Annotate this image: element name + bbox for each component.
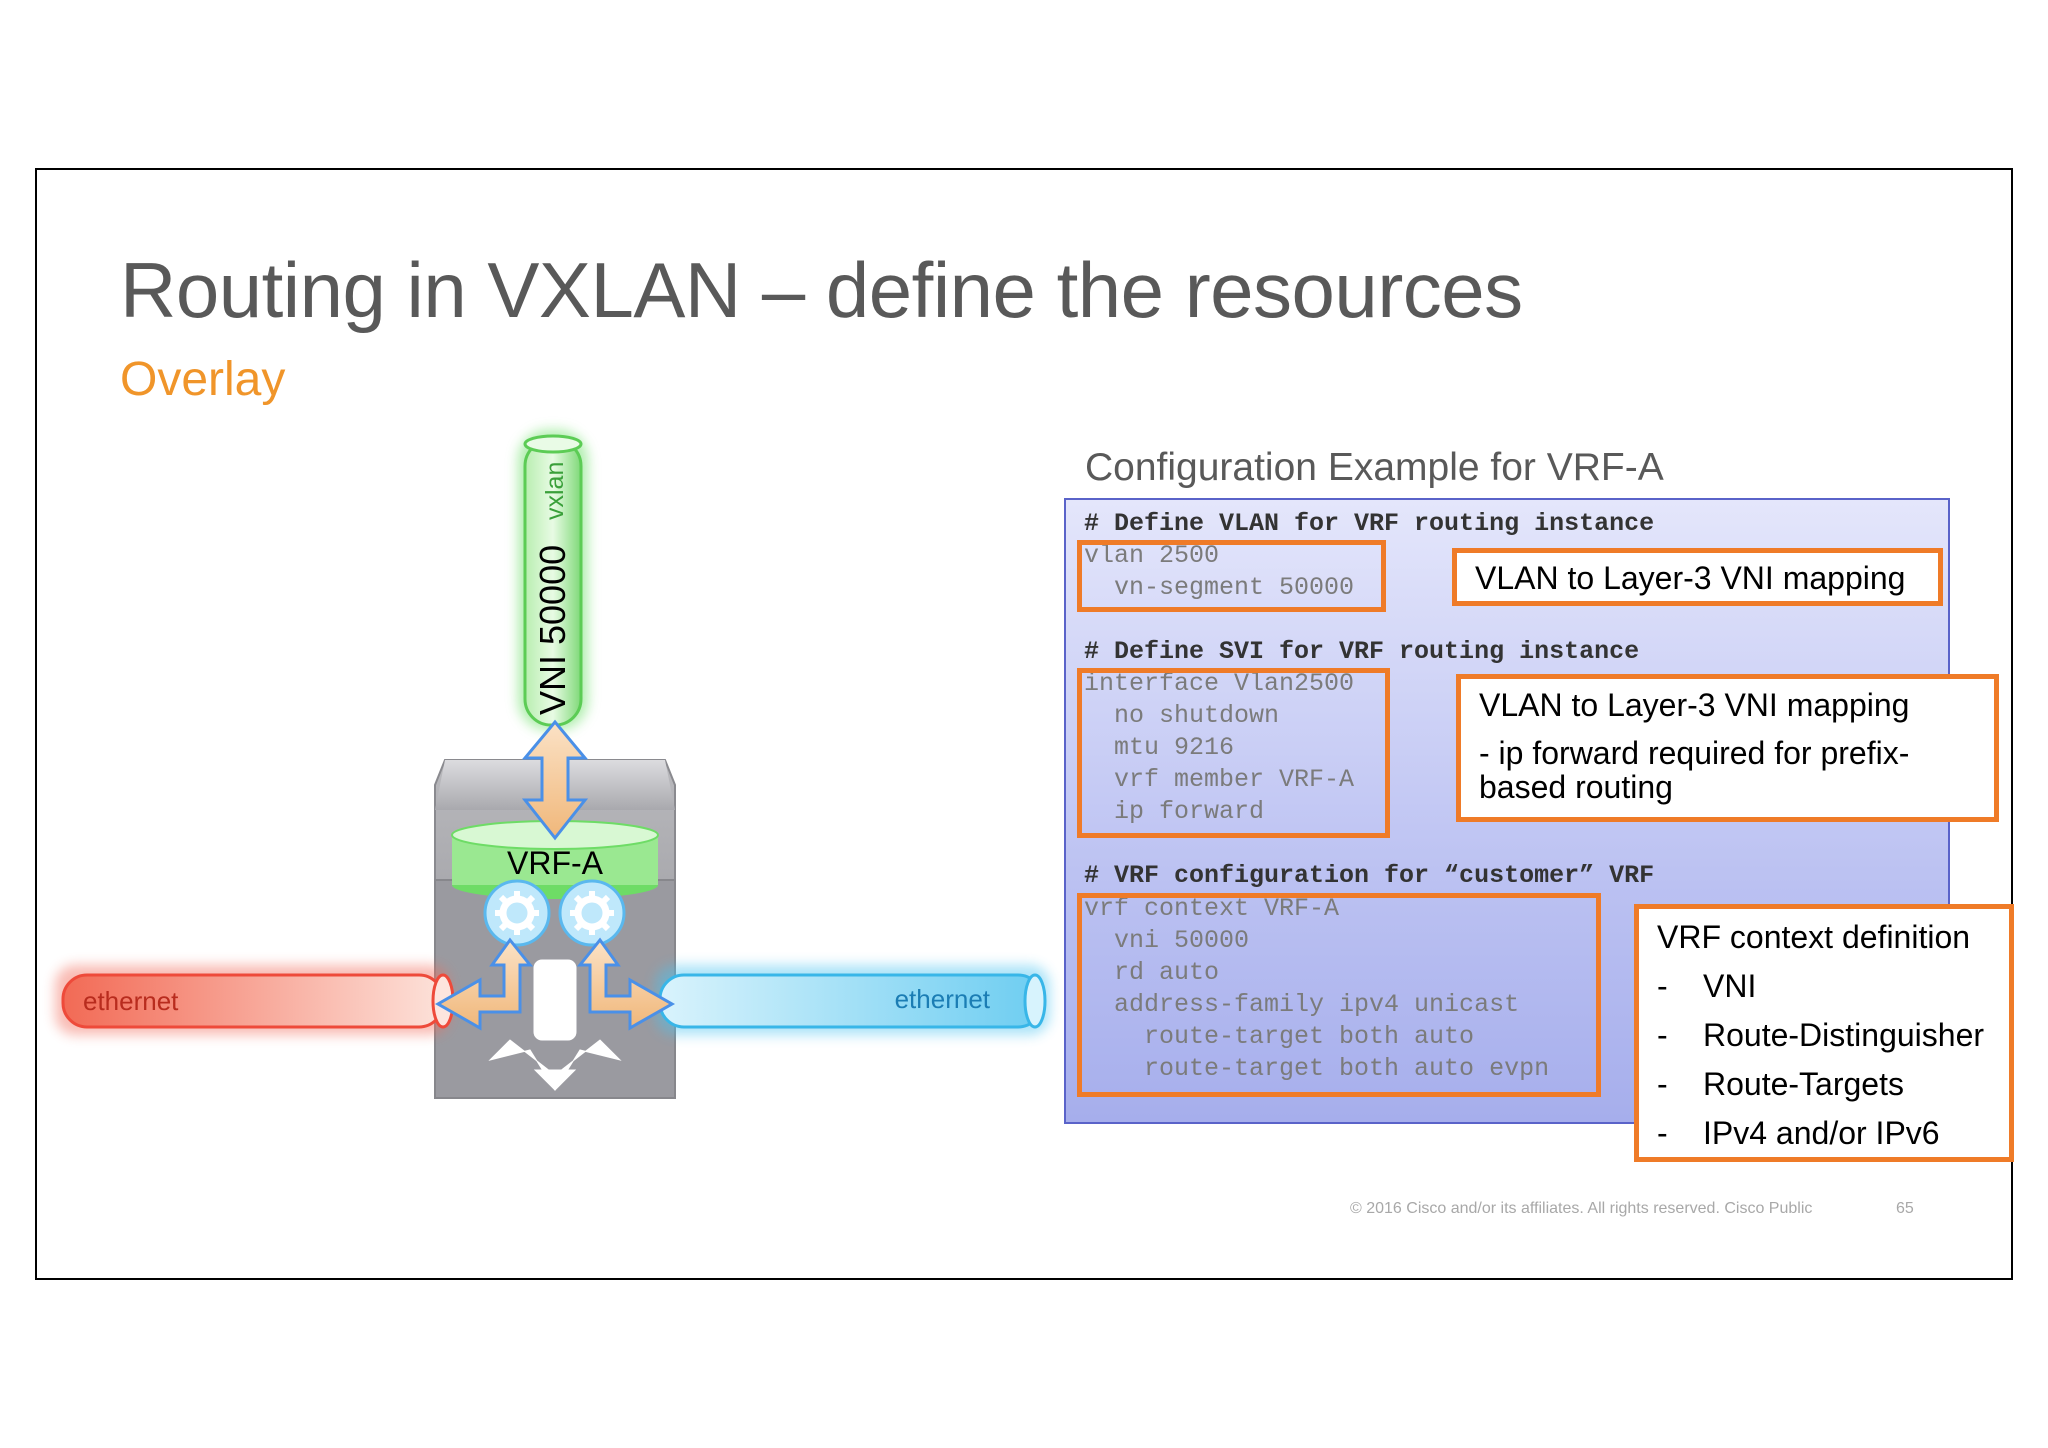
code-line: ip forward: [1084, 797, 1265, 826]
code-comment: # Define VLAN for VRF routing instance: [1084, 509, 1655, 538]
callout-vlan-mapping: VLAN to Layer-3 VNI mapping: [1452, 548, 1943, 606]
page-number: 65: [1896, 1200, 1914, 1217]
code-line: interface Vlan2500: [1084, 669, 1355, 698]
highlight-box-vlan: [1077, 540, 1386, 612]
code-comment: # VRF configuration for “customer” VRF: [1084, 861, 1655, 890]
list-item: -Route-Distinguisher: [1657, 1017, 1985, 1053]
config-heading: Configuration Example for VRF-A: [1085, 446, 1664, 489]
callout-text: based routing: [1479, 769, 1673, 805]
code-line: no shutdown: [1084, 701, 1280, 730]
vni-label: VNI 50000: [532, 545, 573, 715]
ethernet-right-label: ethernet: [895, 984, 991, 1014]
gear-icon: [483, 879, 551, 947]
code-line: address-family ipv4 unicast: [1084, 990, 1520, 1019]
page-title: Routing in VXLAN – define the resources: [120, 246, 1523, 334]
vertical-double-arrow-icon: [521, 719, 589, 841]
vrf-label: VRF-A: [507, 845, 604, 881]
code-line: vlan 2500: [1084, 541, 1220, 570]
highlight-box-vrf: [1077, 893, 1601, 1097]
highlight-box-svi: [1077, 668, 1390, 838]
gear-icon: [558, 879, 626, 947]
code-comment: # Define SVI for VRF routing instance: [1084, 637, 1640, 666]
code-line: vrf context VRF-A: [1084, 894, 1340, 923]
vxlan-label: vxlan: [541, 462, 569, 520]
code-line: rd auto: [1084, 958, 1220, 987]
ethernet-left-label: ethernet: [83, 986, 179, 1016]
ethernet-left-tube: [61, 973, 455, 1029]
list-item: -IPv4 and/or IPv6: [1657, 1115, 1940, 1151]
code-line: vni 50000: [1084, 926, 1250, 955]
list-item: -Route-Targets: [1657, 1066, 1904, 1102]
router-symbol-icon: [488, 959, 622, 1091]
code-line: mtu 9216: [1084, 733, 1235, 762]
callout-svi: VLAN to Layer-3 VNI mapping - ip forward…: [1456, 674, 1999, 822]
callout-text: VLAN to Layer-3 VNI mapping: [1479, 687, 1910, 723]
code-line: vrf member VRF-A: [1084, 765, 1355, 794]
ethernet-right-tube: [658, 973, 1047, 1029]
callout-vrf-context: VRF context definition -VNI -Route-Disti…: [1634, 904, 2014, 1162]
callout-text: VLAN to Layer-3 VNI mapping: [1475, 560, 1906, 596]
page-subtitle: Overlay: [120, 353, 286, 406]
code-line: vn-segment 50000: [1084, 573, 1355, 602]
callout-text: - ip forward required for prefix-: [1479, 735, 1910, 771]
callout-title: VRF context definition: [1657, 919, 1971, 955]
list-item: -VNI: [1657, 968, 1757, 1004]
footer-copyright: © 2016 Cisco and/or its affiliates. All …: [1350, 1200, 1813, 1217]
code-line: route-target both auto: [1084, 1022, 1475, 1051]
code-line: route-target both auto evpn: [1084, 1054, 1550, 1083]
right-bent-arrow-icon: [576, 937, 676, 1031]
left-bent-arrow-icon: [434, 937, 534, 1031]
